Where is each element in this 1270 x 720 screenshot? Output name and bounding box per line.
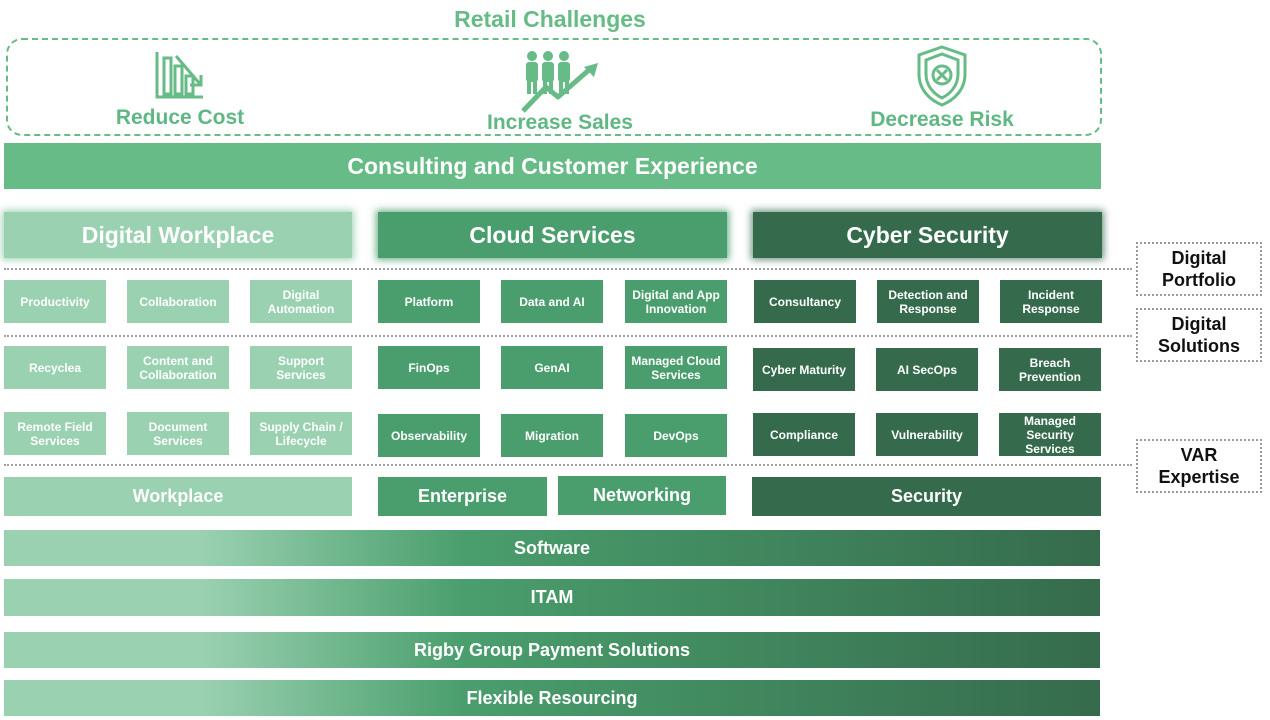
retail-challenges-title: Retail Challenges	[454, 5, 646, 32]
label-digital-solutions: Digital Solutions	[1136, 308, 1262, 362]
challenge-reduce-cost: Reduce Cost	[60, 40, 300, 138]
pillar-cyber-security: Cyber Security	[753, 212, 1102, 258]
challenge-label: Reduce Cost	[115, 106, 245, 129]
tile-remote-field-services: Remote Field Services	[4, 412, 106, 455]
tile-data-ai: Data and AI	[501, 280, 603, 323]
pillar-cloud-services: Cloud Services	[378, 212, 727, 258]
tile-observability: Observability	[378, 414, 480, 457]
var-enterprise: Enterprise	[378, 477, 547, 516]
tile-genai: GenAI	[501, 346, 603, 389]
cost-chart-icon	[155, 52, 203, 99]
tile-ai-secops: AI SecOps	[876, 348, 978, 391]
bar-itam: ITAM	[4, 579, 1100, 616]
label-var-expertise: VAR Expertise	[1136, 439, 1262, 493]
bar-software: Software	[4, 530, 1100, 566]
var-workplace: Workplace	[4, 477, 352, 516]
var-networking: Networking	[558, 476, 726, 515]
tile-migration: Migration	[501, 414, 603, 457]
tile-productivity: Productivity	[4, 280, 106, 323]
sales-growth-icon	[521, 51, 598, 113]
tile-cyber-maturity: Cyber Maturity	[753, 348, 855, 391]
tile-digital-automation: Digital Automation	[250, 280, 352, 323]
tile-devops: DevOps	[625, 414, 727, 457]
challenge-decrease-risk: Decrease Risk	[822, 40, 1062, 138]
consulting-bar: Consulting and Customer Experience	[4, 143, 1101, 189]
tile-detection-response: Detection and Response	[877, 280, 979, 323]
divider-solutions	[4, 335, 1132, 337]
tile-incident-response: Incident Response	[1000, 280, 1102, 323]
challenge-label: Increase Sales	[487, 111, 633, 134]
divider-var	[4, 464, 1132, 466]
tile-document-services: Document Services	[127, 412, 229, 455]
challenge-label: Decrease Risk	[870, 108, 1014, 131]
tile-digital-app-innovation: Digital and App Innovation	[625, 280, 727, 323]
tile-vulnerability: Vulnerability	[876, 413, 978, 456]
tile-collaboration: Collaboration	[127, 280, 229, 323]
tile-compliance: Compliance	[753, 413, 855, 456]
bar-flexible-resourcing: Flexible Resourcing	[4, 680, 1100, 716]
tile-content-collaboration: Content and Collaboration	[127, 346, 229, 389]
label-digital-portfolio: Digital Portfolio	[1136, 242, 1262, 296]
tile-managed-cloud-services: Managed Cloud Services	[625, 346, 727, 389]
tile-recyclea: Recyclea	[4, 346, 106, 389]
tile-managed-security-services: Managed Security Services	[999, 413, 1101, 456]
pillar-digital-workplace: Digital Workplace	[4, 212, 352, 258]
challenge-increase-sales: Increase Sales	[440, 40, 680, 138]
tile-breach-prevention: Breach Prevention	[999, 348, 1101, 391]
divider-portfolio	[4, 268, 1132, 270]
bar-payment-solutions: Rigby Group Payment Solutions	[4, 632, 1100, 668]
tile-supply-chain: Supply Chain / Lifecycle	[250, 412, 352, 455]
tile-platform: Platform	[378, 280, 480, 323]
tile-finops: FinOps	[378, 346, 480, 389]
retail-challenges-box: Reduce Cost Increase Sales	[6, 38, 1102, 136]
tile-support-services: Support Services	[250, 346, 352, 389]
var-security: Security	[752, 477, 1101, 516]
tile-consultancy: Consultancy	[754, 280, 856, 323]
shield-risk-icon	[917, 45, 967, 107]
